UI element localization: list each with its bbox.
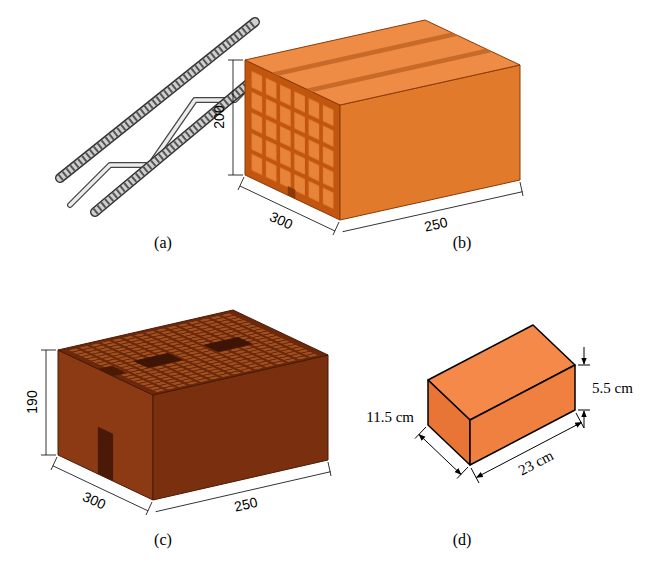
solid-brick [428, 380, 470, 465]
hollow-block [98, 427, 113, 481]
dimension-lines [578, 410, 590, 411]
hollow-brick [250, 68, 336, 218]
dimension-lines [41, 455, 56, 456]
hollow-brick [306, 49, 493, 92]
solid-brick [428, 325, 575, 465]
dimension-lines [584, 411, 585, 428]
hollow-block [98, 427, 113, 481]
subfigure-label: (c) [154, 531, 172, 549]
dimension-lines [228, 175, 243, 176]
hollow-brick [272, 33, 493, 92]
dimension-label: 250 [233, 495, 259, 515]
dimension-label: 250 [423, 215, 449, 235]
dimension-label: 23 cm [515, 447, 556, 479]
dimension-lines [584, 347, 585, 364]
solid-brick [470, 365, 575, 465]
hollow-brick [288, 186, 296, 199]
hollow-block [58, 310, 328, 395]
hollow-brick [245, 20, 520, 220]
subfigure-label: (b) [453, 234, 472, 252]
dimension-lines [415, 427, 426, 439]
dimension-lines [228, 60, 523, 235]
subfigure-label: (a) [154, 234, 172, 252]
hollow-block [61, 313, 320, 394]
dimension-lines [41, 350, 331, 515]
dimension-lines [578, 365, 590, 366]
dimension-label: 190 [25, 390, 40, 413]
dimension-label: 5.5 cm [592, 380, 633, 397]
dimension-lines [46, 350, 47, 455]
dimension-lines [415, 347, 590, 483]
dimension-lines [333, 222, 339, 235]
dimension-lines [471, 468, 479, 483]
dimension-lines [576, 413, 584, 428]
dimension-lines [419, 434, 461, 474]
dimension-lines [328, 462, 331, 476]
dimension-label: 300 [268, 209, 296, 233]
dimension-lines [51, 457, 57, 470]
hollow-block [98, 366, 127, 376]
hollow-block [133, 353, 183, 368]
dimension-label: 300 [81, 489, 109, 513]
dimension-lines [228, 60, 243, 61]
subfigure-label: (d) [453, 531, 472, 549]
hollow-block [203, 337, 253, 352]
dimension-lines [41, 350, 56, 351]
dimension-lines [520, 182, 523, 196]
hollow-block [66, 313, 320, 393]
dimension-lines [146, 502, 152, 515]
dimension-label: 11.5 cm [366, 409, 414, 426]
dimension-lines [238, 177, 244, 190]
dimension-lines [233, 60, 234, 175]
dimension-label: 200 [212, 105, 227, 128]
hollow-block [58, 310, 328, 500]
hollow-brick [272, 33, 459, 76]
